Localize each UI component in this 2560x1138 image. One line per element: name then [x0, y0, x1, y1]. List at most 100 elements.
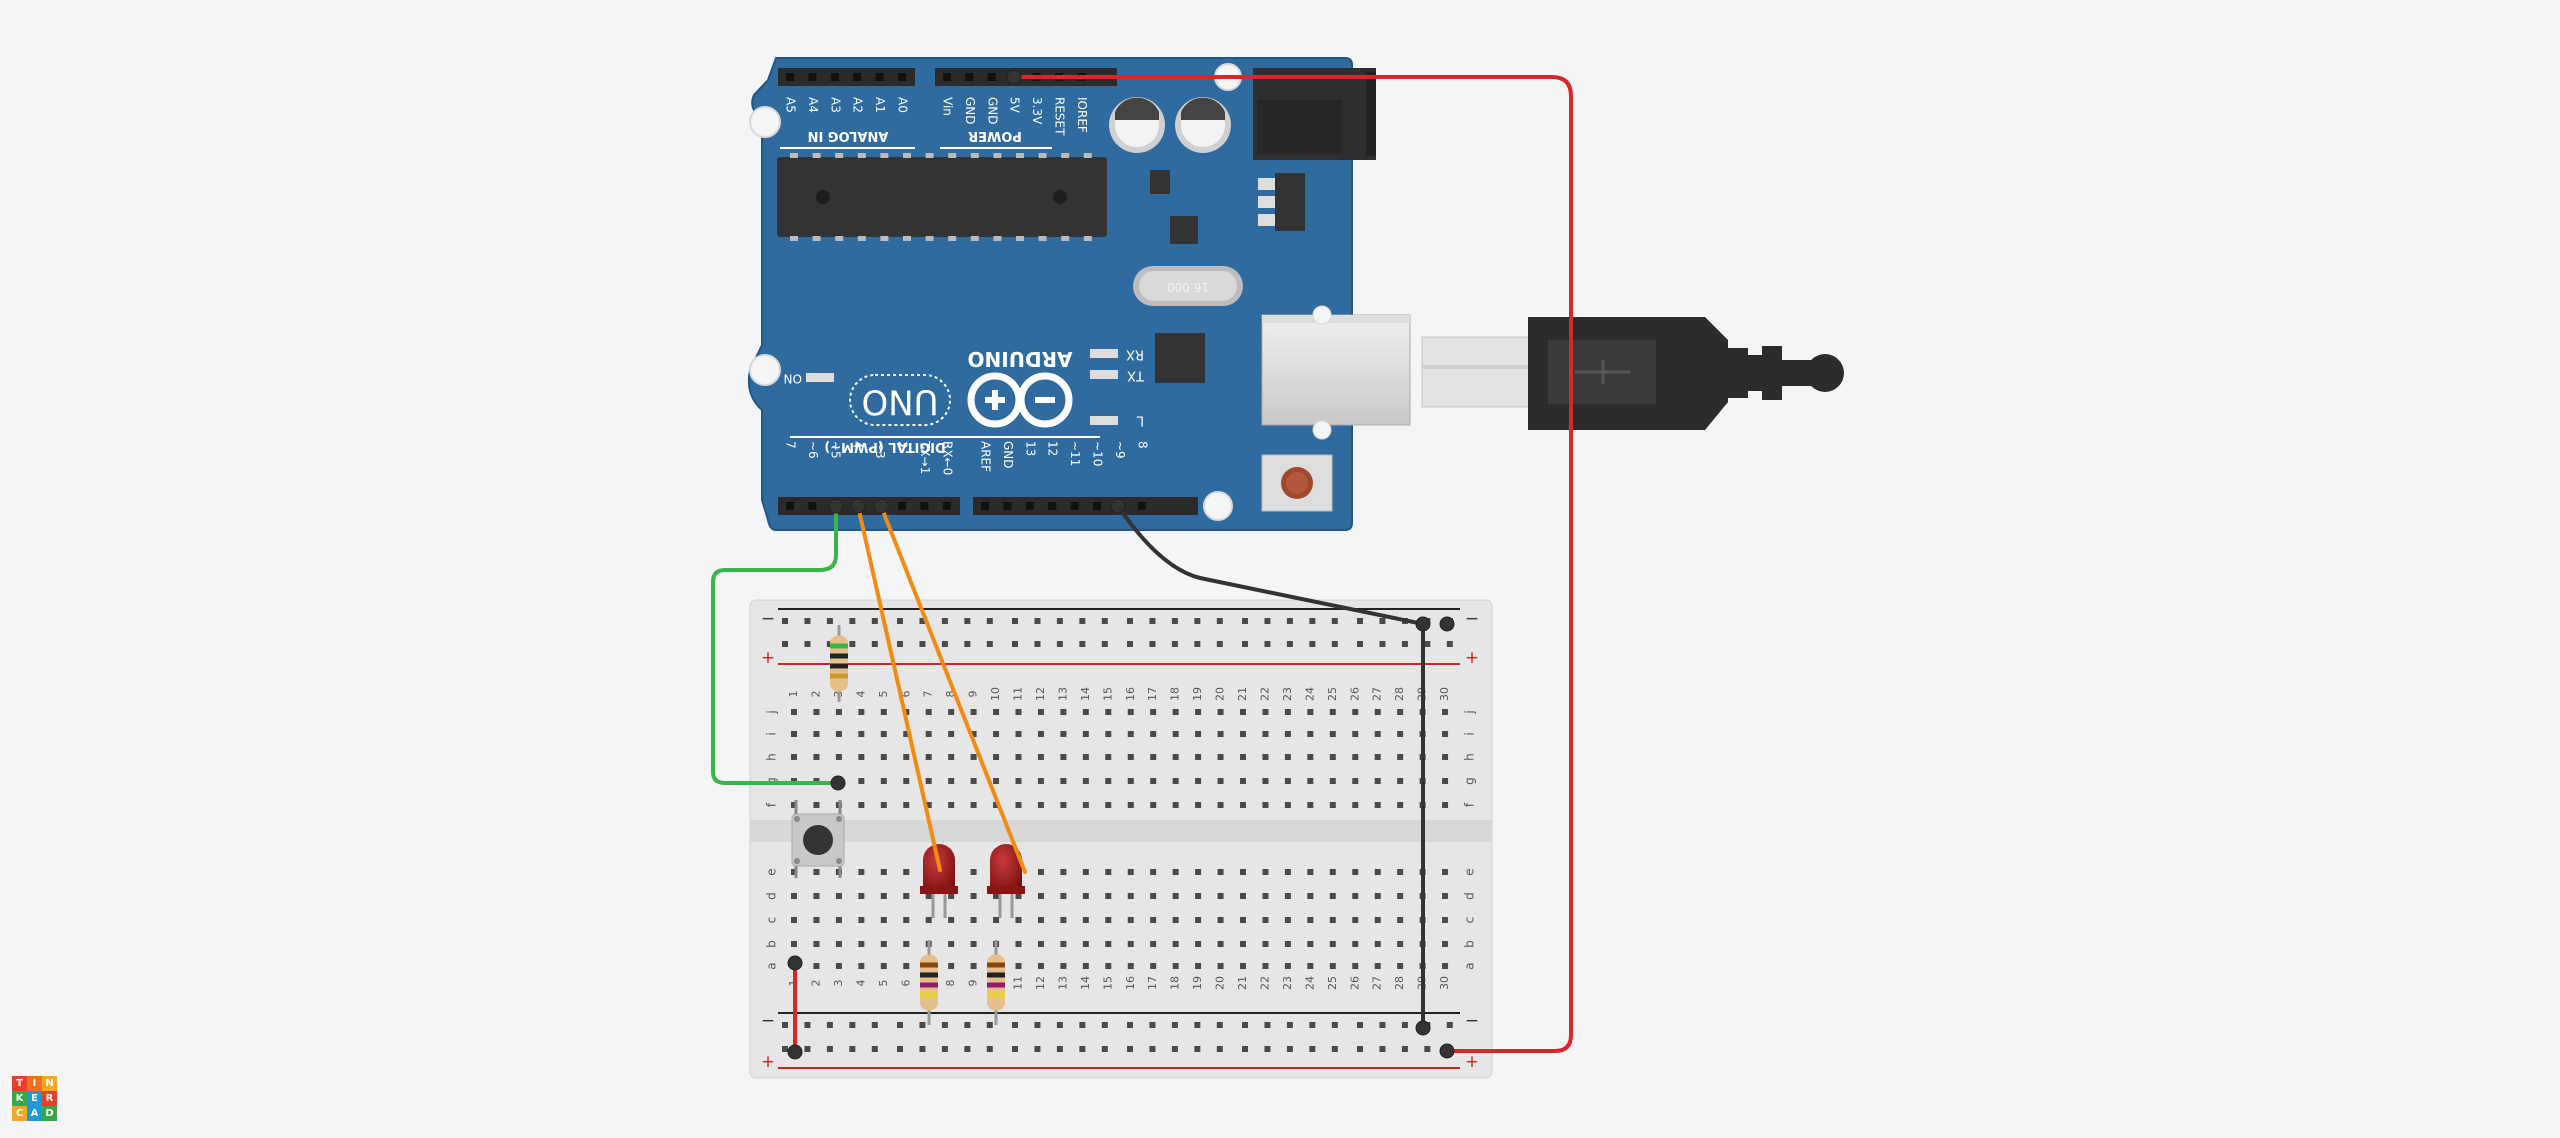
breadboard-hole[interactable]	[1172, 731, 1179, 737]
breadboard-hole[interactable]	[880, 754, 887, 760]
rail-hole[interactable]	[1216, 641, 1223, 647]
breadboard-hole[interactable]	[1262, 869, 1269, 875]
resistor[interactable]	[830, 625, 848, 702]
wire-pin3-to-led[interactable]	[856, 504, 942, 872]
breadboard-hole[interactable]	[970, 802, 977, 808]
rail-hole[interactable]	[964, 618, 971, 624]
breadboard-hole[interactable]	[1150, 778, 1157, 784]
rail-hole[interactable]	[919, 1022, 926, 1028]
rail-hole[interactable]	[941, 1046, 948, 1052]
breadboard-hole[interactable]	[1082, 869, 1089, 875]
breadboard-hole[interactable]	[1307, 917, 1314, 923]
breadboard-hole[interactable]	[1172, 754, 1179, 760]
breadboard-hole[interactable]	[1127, 802, 1134, 808]
breadboard-hole[interactable]	[1442, 917, 1449, 923]
breadboard-hole[interactable]	[1284, 802, 1291, 808]
rail-hole[interactable]	[1194, 618, 1201, 624]
breadboard-hole[interactable]	[1217, 893, 1224, 899]
rail-hole[interactable]	[1379, 618, 1386, 624]
rail-hole[interactable]	[1079, 1022, 1086, 1028]
breadboard-hole[interactable]	[993, 917, 1000, 923]
rail-hole[interactable]	[1194, 641, 1201, 647]
breadboard-hole[interactable]	[1195, 709, 1202, 715]
breadboard-hole[interactable]	[1060, 869, 1067, 875]
wire-endpoint[interactable]	[1006, 69, 1022, 85]
breadboard-hole[interactable]	[970, 709, 977, 715]
wire-pin2-to-button[interactable]	[711, 504, 840, 785]
wire-pin4-to-led[interactable]	[879, 504, 1027, 874]
header-pin[interactable]	[853, 73, 862, 81]
breadboard-hole[interactable]	[925, 754, 932, 760]
breadboard-hole[interactable]	[880, 778, 887, 784]
breadboard-hole[interactable]	[880, 917, 887, 923]
breadboard-hole[interactable]	[1127, 941, 1134, 947]
breadboard-hole[interactable]	[1374, 893, 1381, 899]
breadboard-hole[interactable]	[1442, 941, 1449, 947]
breadboard-hole[interactable]	[1240, 893, 1246, 899]
rail-hole[interactable]	[964, 1022, 971, 1028]
wire-endpoint[interactable]	[1439, 616, 1455, 632]
breadboard-hole[interactable]	[1329, 917, 1336, 923]
breadboard-hole[interactable]	[1240, 709, 1246, 715]
breadboard-hole[interactable]	[1015, 778, 1022, 784]
breadboard-hole[interactable]	[970, 731, 977, 737]
breadboard-hole[interactable]	[1240, 917, 1246, 923]
breadboard-hole[interactable]	[1397, 963, 1404, 969]
breadboard-hole[interactable]	[1329, 731, 1336, 737]
rail-hole[interactable]	[1331, 641, 1338, 647]
wire-endpoint[interactable]	[1110, 498, 1126, 514]
breadboard-hole[interactable]	[1082, 778, 1089, 784]
rail-hole[interactable]	[1264, 1022, 1271, 1028]
rail-hole[interactable]	[1379, 641, 1386, 647]
breadboard-hole[interactable]	[1442, 893, 1449, 899]
breadboard-hole[interactable]	[970, 917, 977, 923]
breadboard-hole[interactable]	[1307, 778, 1314, 784]
rail-hole[interactable]	[1034, 1046, 1041, 1052]
breadboard-hole[interactable]	[1150, 963, 1157, 969]
breadboard-hole[interactable]	[1127, 709, 1134, 715]
breadboard-hole[interactable]	[835, 917, 842, 923]
breadboard-hole[interactable]	[993, 731, 1000, 737]
rail-hole[interactable]	[1012, 618, 1018, 624]
rail-hole[interactable]	[1446, 1022, 1453, 1028]
rail-hole[interactable]	[1194, 1022, 1201, 1028]
breadboard-hole[interactable]	[1082, 731, 1089, 737]
breadboard-hole[interactable]	[813, 893, 820, 899]
rail-hole[interactable]	[1216, 1022, 1223, 1028]
breadboard-hole[interactable]	[948, 941, 955, 947]
breadboard-hole[interactable]	[1105, 869, 1112, 875]
breadboard-hole[interactable]	[1217, 778, 1224, 784]
breadboard-hole[interactable]	[1374, 963, 1381, 969]
rail-hole[interactable]	[1309, 618, 1316, 624]
wire-endpoint[interactable]	[828, 498, 844, 514]
breadboard-hole[interactable]	[1374, 802, 1381, 808]
rail-hole[interactable]	[1034, 618, 1041, 624]
rail-hole[interactable]	[1331, 1046, 1338, 1052]
breadboard-hole[interactable]	[1195, 941, 1202, 947]
breadboard-hole[interactable]	[1172, 709, 1179, 715]
breadboard-hole[interactable]	[925, 778, 932, 784]
breadboard-hole[interactable]	[1217, 802, 1224, 808]
breadboard-hole[interactable]	[1015, 731, 1022, 737]
breadboard-hole[interactable]	[1374, 941, 1381, 947]
header-pin[interactable]	[943, 73, 951, 81]
breadboard-hole[interactable]	[925, 893, 932, 899]
breadboard-hole[interactable]	[1307, 709, 1314, 715]
breadboard-hole[interactable]	[1015, 893, 1022, 899]
breadboard-hole[interactable]	[1329, 893, 1336, 899]
rail-hole[interactable]	[871, 1022, 878, 1028]
breadboard-hole[interactable]	[813, 709, 820, 715]
breadboard-hole[interactable]	[1284, 709, 1291, 715]
breadboard-hole[interactable]	[1127, 731, 1134, 737]
breadboard-hole[interactable]	[1082, 802, 1089, 808]
rail-hole[interactable]	[1357, 1046, 1363, 1052]
rail-hole[interactable]	[1056, 1046, 1063, 1052]
rail-hole[interactable]	[1286, 1022, 1293, 1028]
rail-hole[interactable]	[1079, 618, 1086, 624]
rail-hole[interactable]	[919, 1046, 926, 1052]
breadboard-hole[interactable]	[858, 963, 865, 969]
breadboard-hole[interactable]	[1217, 941, 1224, 947]
breadboard-hole[interactable]	[880, 963, 887, 969]
breadboard-hole[interactable]	[1329, 802, 1336, 808]
